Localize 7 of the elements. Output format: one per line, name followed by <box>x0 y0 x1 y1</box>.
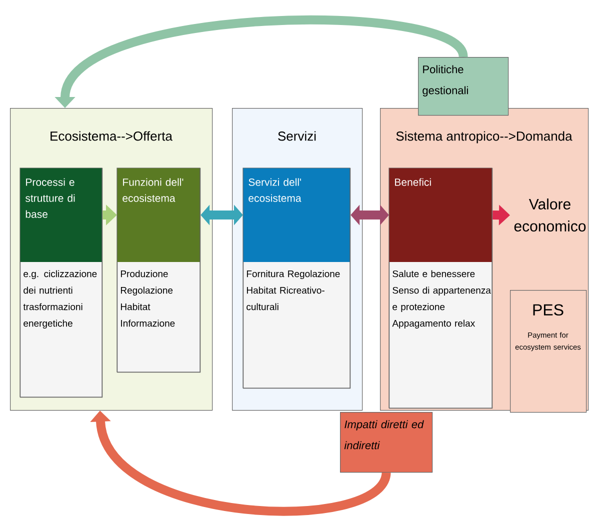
card: Funzioni dell' ecosistema Produzione Regolazione Habitat Informazione <box>116 168 201 373</box>
card: Benefici Salute e benessere Senso di appartenenza e protezione Appagamento relax <box>388 168 493 409</box>
label-text: Valore economico <box>514 198 586 232</box>
callout-box: Politiche gestionali <box>418 57 509 116</box>
callout-box: Impatti diretti ed indiretti <box>340 412 433 473</box>
card: Processi e strutture di base e.g. ciclizzazione dei nutrienti trasformazioni energetiche <box>20 168 103 398</box>
card: Servizi dell' ecosistema Fornitura Regolazione Habitat Ricreativo-culturali <box>242 168 351 389</box>
